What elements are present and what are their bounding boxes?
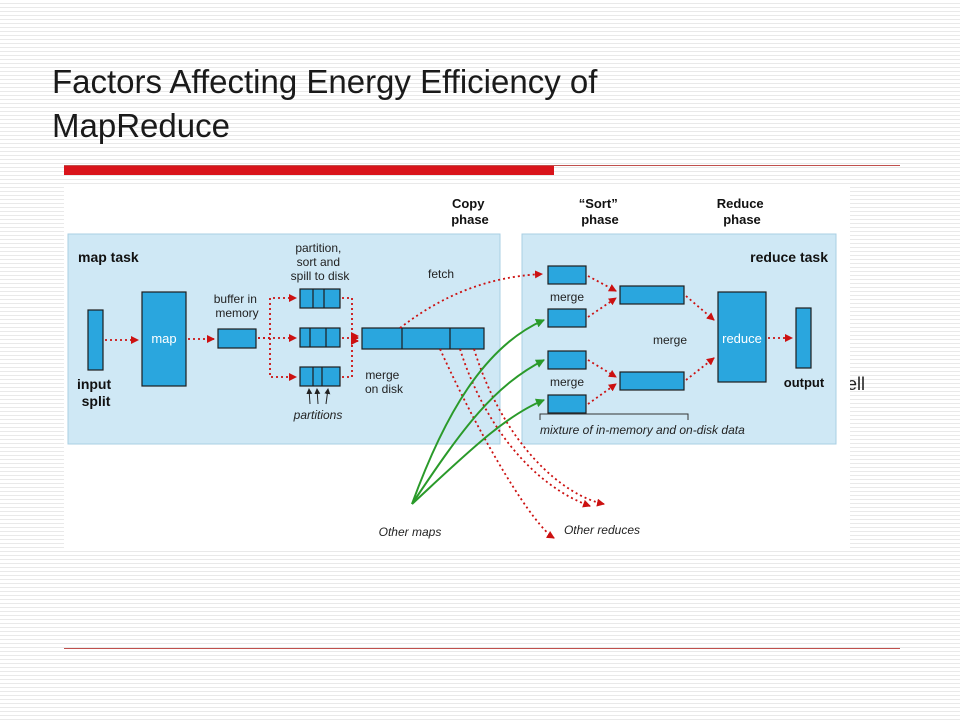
spill-file-3 (299, 366, 341, 387)
reduce-box-label: reduce (722, 331, 762, 346)
merge-middle-label: merge (653, 333, 687, 347)
spill-file-1 (299, 288, 341, 309)
map-side-arrows (105, 294, 359, 381)
spill-file-2 (299, 327, 341, 348)
reduce-box (717, 291, 767, 383)
mapreduce-shuffle-diagram: Copy phase “Sort” phase Reduce phase map… (64, 186, 850, 550)
reduce-input-box-3 (547, 350, 587, 370)
partition-sort-spill-label: partition, sort and spill to disk (291, 241, 351, 283)
merged-map-output (361, 327, 485, 350)
mixture-bracket (539, 413, 689, 420)
merge-top-label: merge (550, 290, 584, 304)
input-split-box (87, 309, 104, 371)
partitions-label: partitions (293, 408, 343, 422)
merge-on-disk-label: merge on disk (365, 368, 404, 396)
slide-title-line-2: MapReduce (52, 107, 230, 144)
diagram-svg: Copy phase “Sort” phase Reduce phase map… (67, 196, 837, 539)
reduce-task-label: reduce task (750, 249, 828, 265)
other-maps-arrows (411, 319, 545, 505)
partitions-pointers (306, 388, 331, 405)
merged-segment-1 (619, 285, 685, 305)
other-reduces-label: Other reduces (564, 523, 640, 537)
fetch-arrows (399, 270, 605, 539)
reduce-input-box-1 (547, 265, 587, 285)
fetch-label: fetch (428, 267, 454, 281)
sort-phase-label: “Sort” phase (579, 196, 622, 227)
reduce-input-box-2 (547, 308, 587, 328)
map-box-label: map (151, 331, 176, 346)
accent-bar (64, 166, 554, 175)
mixture-label: mixture of in-memory and on-disk data (540, 423, 745, 437)
output-box (795, 307, 812, 369)
map-box (141, 291, 187, 387)
bottom-divider (64, 648, 900, 649)
top-divider (64, 165, 900, 166)
buffer-in-memory-label: buffer in memory (214, 292, 261, 320)
reduce-phase-label: Reduce phase (717, 196, 768, 227)
reduce-input-box-4 (547, 394, 587, 414)
buffer-box (217, 328, 257, 349)
input-split-label: input split (77, 376, 115, 409)
map-task-label: map task (78, 249, 139, 265)
other-maps-label: Other maps (379, 525, 442, 539)
output-label: output (784, 375, 825, 390)
merged-segment-2 (619, 371, 685, 391)
reduce-side-arrows (587, 275, 793, 405)
merge-bottom-label: merge (550, 375, 584, 389)
slide-title-line-1: Factors Affecting Energy Efficiency of (52, 63, 598, 100)
copy-phase-label: Copy phase (451, 196, 489, 227)
slide-title: Factors Affecting Energy Efficiency of M… (52, 60, 772, 148)
